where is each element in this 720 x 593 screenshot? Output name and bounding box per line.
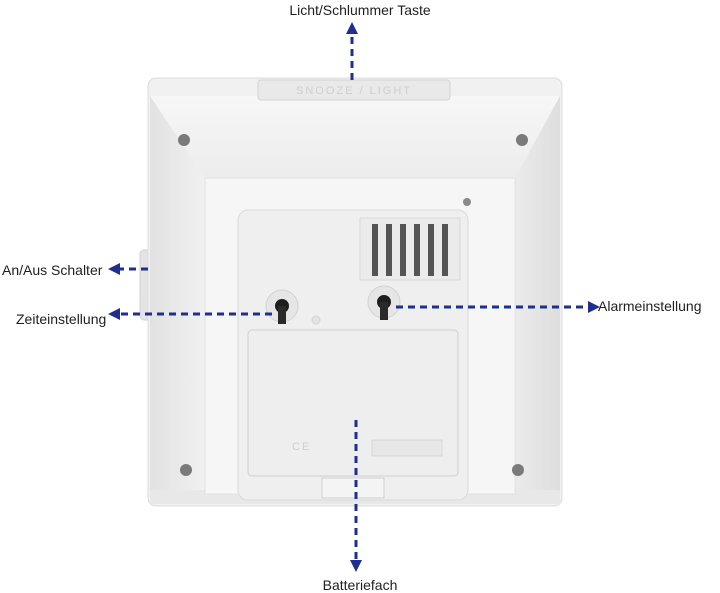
screw-top-right bbox=[516, 134, 528, 146]
snooze-button-text: SNOOZE / LIGHT bbox=[296, 85, 412, 97]
label-alarm-setting: Alarmeinstellung bbox=[598, 298, 702, 314]
screw-bottom-left bbox=[180, 464, 192, 476]
alarm-setting-knob[interactable] bbox=[367, 285, 401, 320]
label-light-snooze: Licht/Schlummer Taste bbox=[289, 2, 431, 18]
cover-latch-mark bbox=[371, 439, 443, 457]
time-setting-knob[interactable] bbox=[265, 289, 299, 324]
screw-top-left bbox=[178, 134, 190, 146]
callout-arrows bbox=[108, 22, 600, 572]
label-time-setting: Zeiteinstellung bbox=[16, 311, 107, 327]
label-battery-compartment: Batteriefach bbox=[322, 577, 398, 593]
housing-left-bevel bbox=[150, 96, 216, 490]
snooze-light-button[interactable] bbox=[257, 79, 451, 101]
housing-top-bevel bbox=[150, 96, 560, 178]
small-hole bbox=[463, 198, 471, 206]
battery-cover-tab[interactable] bbox=[321, 477, 385, 499]
screw-bottom-right bbox=[512, 464, 524, 476]
label-power-switch: An/Aus Schalter bbox=[2, 262, 103, 278]
speaker-grille bbox=[359, 217, 461, 281]
panel-dimple bbox=[311, 315, 321, 325]
compartment-mark: CE bbox=[292, 441, 311, 453]
